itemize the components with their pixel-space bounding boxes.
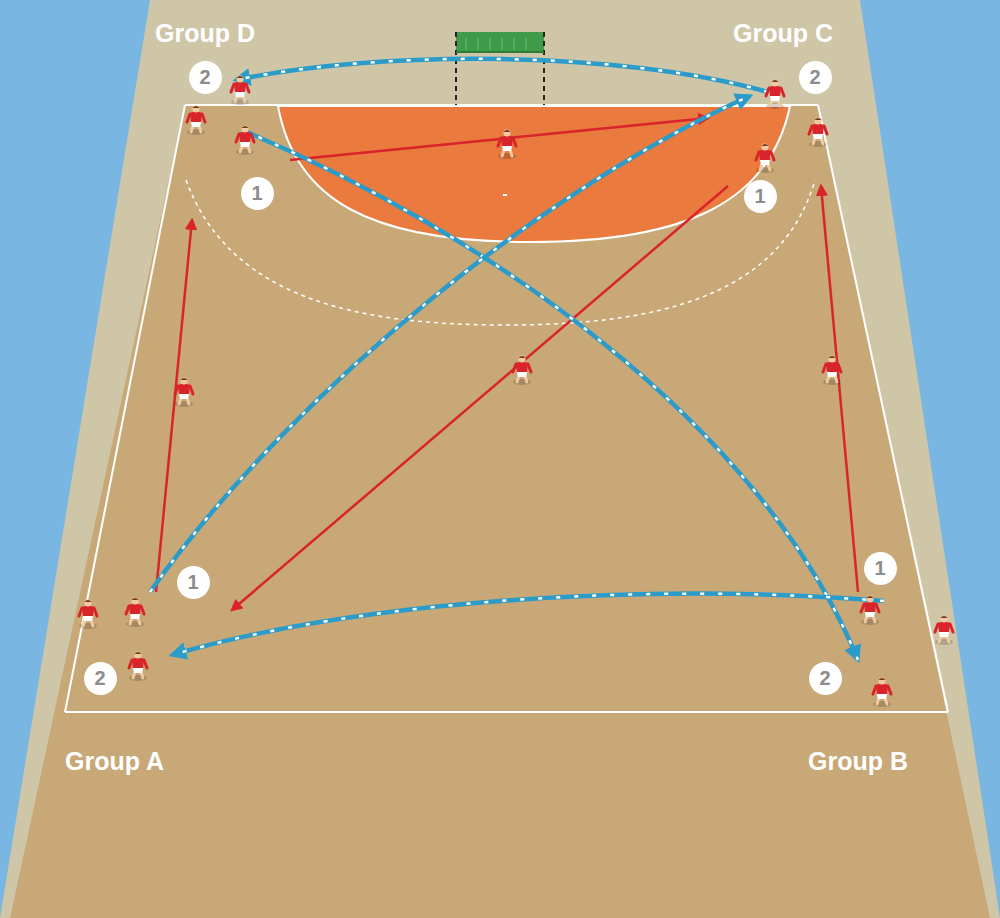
callout-circle: 1 <box>177 566 210 599</box>
players <box>79 75 953 707</box>
callout-circle: 2 <box>84 662 117 695</box>
callout-number: 2 <box>809 67 820 87</box>
run-arrows <box>156 118 858 610</box>
callout-circle: 2 <box>189 61 222 94</box>
group-label: Group A <box>65 748 164 776</box>
callout-circle: 2 <box>799 61 832 94</box>
group-label: Group D <box>155 20 255 48</box>
callout-number: 1 <box>251 183 262 203</box>
group-label: Group C <box>733 20 833 48</box>
goal <box>456 32 544 105</box>
pass-arrows <box>150 59 884 660</box>
center-line <box>65 711 948 713</box>
callout-number: 1 <box>754 186 765 206</box>
callout-circle: 2 <box>809 662 842 695</box>
group-label: Group B <box>808 748 908 776</box>
callout-circle: 1 <box>864 552 897 585</box>
callout-circle: 1 <box>241 177 274 210</box>
callout-number: 1 <box>874 558 885 578</box>
callout-number: 2 <box>819 668 830 688</box>
callout-number: 1 <box>187 572 198 592</box>
callout-circle: 1 <box>744 180 777 213</box>
callout-number: 2 <box>199 67 210 87</box>
playing-area <box>10 105 990 918</box>
callout-number: 2 <box>94 668 105 688</box>
